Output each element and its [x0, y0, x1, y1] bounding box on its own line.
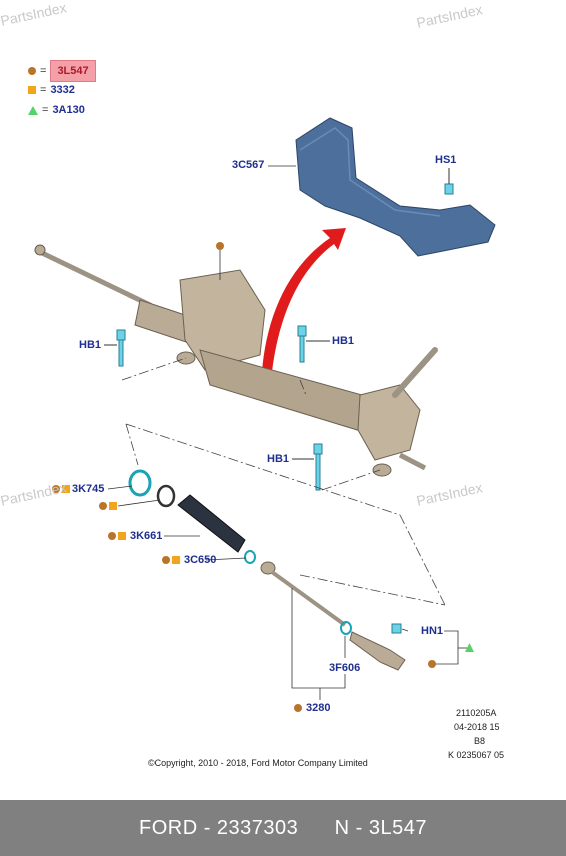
install-direction-arrow	[262, 228, 346, 372]
illustration-ref: K 0235067 05	[448, 750, 505, 760]
leader-lines	[107, 165, 468, 700]
legend-row-circle: = 3L547	[28, 60, 96, 82]
steering-rack-assembly	[34, 244, 438, 477]
callout-HS1[interactable]: HS1	[435, 154, 457, 166]
bellows-boot-3K661	[177, 494, 246, 553]
callout-3C567[interactable]: 3C567	[232, 159, 265, 171]
triangle-icon	[28, 105, 38, 115]
bolt-HB1-middle	[297, 325, 330, 363]
jam-nut-3F606	[340, 621, 352, 635]
circle-icon	[28, 67, 36, 75]
ring	[156, 484, 176, 508]
square-icon	[28, 86, 36, 94]
callout-HB1-left[interactable]: HB1	[79, 339, 102, 351]
clip-HS1	[444, 168, 454, 195]
legend-row-square: = 3332	[28, 84, 75, 96]
lower-parts	[128, 469, 406, 671]
legend-equals: =	[42, 104, 49, 116]
inner-tie-rod	[270, 570, 347, 627]
legend-code-highlighted[interactable]: 3L547	[50, 60, 96, 82]
callout-3F606[interactable]: 3F606	[329, 662, 361, 674]
callout-3K661[interactable]: 3K661	[130, 530, 163, 542]
tie-rod-end	[349, 631, 406, 671]
copyright-text: ©Copyright, 2010 - 2018, Ford Motor Comp…	[148, 758, 368, 768]
heat-shield-3C567	[295, 117, 496, 257]
callout-3K745[interactable]: 3K745	[72, 483, 105, 495]
footer-bar: FORD - 2337303 N - 3L547	[0, 800, 566, 856]
clamp-3C650	[244, 550, 256, 564]
nut-HN1	[391, 623, 402, 634]
inner-tie-rod-joint	[260, 561, 276, 575]
clamp-3K745	[128, 469, 152, 497]
legend-row-triangle: = 3A130	[28, 104, 85, 116]
part-markers	[52, 242, 474, 712]
illustration-id: 2110205A	[456, 708, 497, 718]
illustration-code: B8	[474, 736, 486, 746]
legend-equals: =	[40, 65, 47, 77]
illustration-date: 04-2018 15	[454, 722, 500, 732]
legend-code[interactable]: 3A130	[52, 104, 85, 116]
callout-HB1-middle[interactable]: HB1	[332, 335, 355, 347]
legend-code[interactable]: 3332	[50, 84, 75, 96]
bolt-HB1-left	[104, 329, 126, 367]
legend-equals: =	[40, 84, 47, 96]
alignment-lines	[121, 357, 446, 606]
callout-3280[interactable]: 3280	[306, 702, 331, 714]
callout-HB1-right[interactable]: HB1	[267, 453, 290, 465]
callout-HN1[interactable]: HN1	[421, 625, 444, 637]
steering-gear-exploded-diagram	[34, 117, 496, 712]
footer-brand-part: FORD - 2337303	[139, 816, 299, 839]
bolt-HB1-right	[292, 443, 323, 491]
callout-3C650[interactable]: 3C650	[184, 554, 217, 566]
footer-part-code: N - 3L547	[334, 816, 427, 839]
